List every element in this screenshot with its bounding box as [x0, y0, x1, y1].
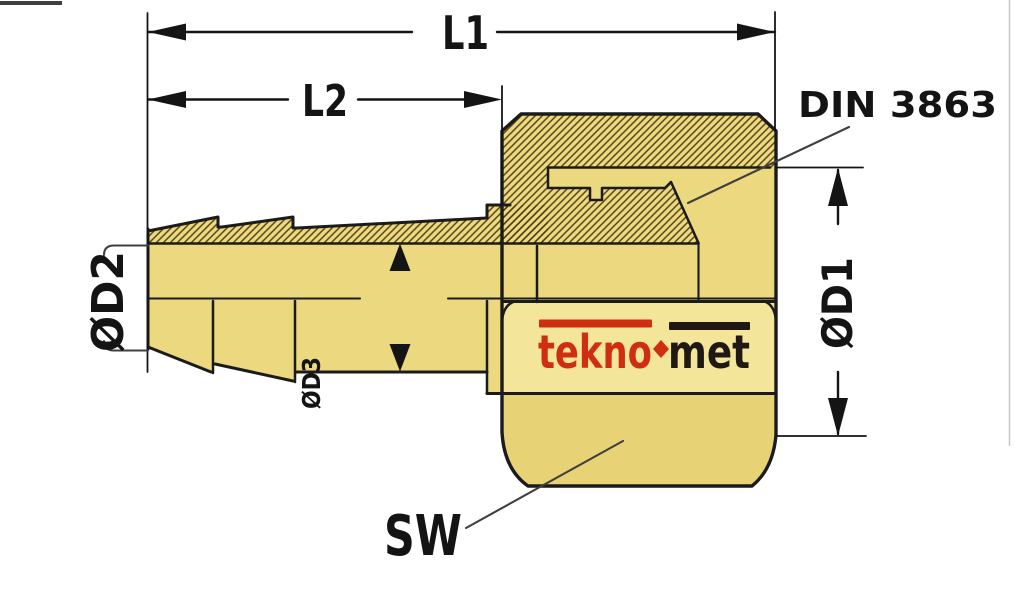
dim-label-D3: ØD3: [297, 357, 326, 409]
dim-label-L2: L2: [302, 76, 348, 127]
arrowhead-right-icon: [737, 23, 775, 41]
logo-overbar-red: [539, 319, 652, 328]
logo-diamond-icon: [653, 340, 669, 358]
arrowhead-up-icon: [389, 243, 411, 271]
dimension-D3: ØD3: [297, 243, 411, 409]
arrowhead-down-icon: [828, 398, 848, 436]
stem-and-sealing-cone: [546, 166, 700, 245]
nut-wall-hatch: [502, 114, 776, 244]
logo-text-met: met: [668, 325, 750, 379]
fitting-body: [146, 112, 778, 488]
logo-overbar-dark: [669, 322, 750, 330]
barb-wall-hatch: [148, 205, 548, 244]
hook-lines: [102, 244, 150, 352]
arrowhead-left-icon: [148, 91, 186, 108]
dimension-L1: L1: [146, 6, 777, 373]
dimension-D1: ØD1: [776, 166, 867, 437]
leader-line: [686, 125, 851, 205]
dim-label-L1: L1: [442, 6, 489, 60]
brand-logo: tekno met: [538, 319, 750, 379]
leader-line: [464, 439, 625, 530]
annotation-DIN-3863: DIN 3863: [686, 85, 997, 205]
dimension-L2: L2: [146, 76, 503, 205]
annotation-SW: SW: [384, 439, 625, 569]
stem-cone-hatch: [548, 182, 699, 244]
arrowhead-down-icon: [389, 344, 411, 372]
arrowhead-up-icon: [828, 168, 848, 206]
nut-hex-band-lines: [485, 300, 778, 395]
nut-lower-band: [504, 394, 774, 484]
barb-bottom-profile: [146, 345, 489, 383]
wrench-size-label: SW: [384, 504, 462, 569]
dimension-D2: ØD2: [83, 244, 150, 352]
nut-logo-band: [503, 302, 775, 393]
barb-tooth-edges: [211, 299, 297, 384]
page-edge-mark: [0, 1, 62, 5]
barb-top-profile: [146, 203, 512, 233]
arrowhead-right-icon: [464, 91, 502, 108]
dim-label-D1: ØD1: [813, 257, 862, 349]
dim-label-D2: ØD2: [83, 251, 134, 352]
union-nut-outline: [500, 112, 778, 488]
thread-standard-label: DIN 3863: [798, 85, 997, 126]
logo-text-tekno: tekno: [538, 325, 652, 379]
nut-hex-corner-curves: [500, 300, 778, 326]
arrowhead-left-icon: [148, 23, 186, 41]
